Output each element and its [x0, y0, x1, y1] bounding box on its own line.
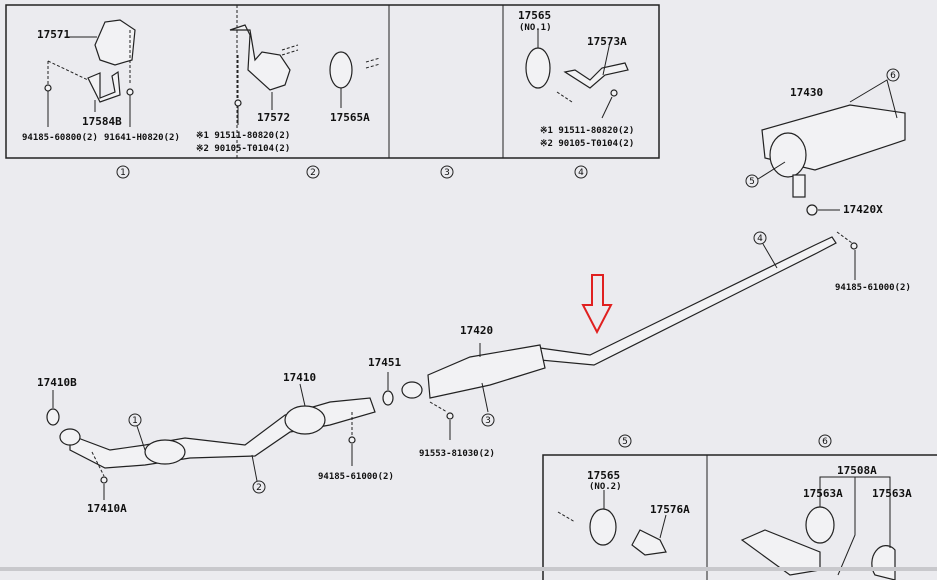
red-down-arrow-icon [581, 274, 613, 335]
bracket-17576a [631, 529, 667, 556]
hanger-17563a [805, 506, 835, 544]
gasket-17420x [806, 204, 818, 216]
tail-pipe [539, 236, 837, 366]
part-label: 17410A [87, 502, 127, 515]
part-label: 17576A [650, 503, 690, 516]
callout-6-main: 6 [890, 71, 896, 81]
callout-4-main: 4 [757, 234, 763, 244]
gasket-17410b [46, 408, 60, 426]
part-label: 17451 [368, 356, 401, 369]
part-label: 17563A [872, 487, 912, 500]
callout-2: 2 [310, 168, 316, 178]
front-pipe-17410 [69, 397, 376, 469]
bracket-17573a [563, 62, 629, 89]
callout-1: 1 [120, 168, 126, 178]
part-label: 94185-60800(2) [22, 133, 98, 143]
callout-3: 3 [444, 168, 450, 178]
part-label: 17410B [37, 376, 77, 389]
panel-callouts: 1 2 3 4 5 6 [116, 165, 832, 448]
part-label: 17572 [257, 111, 290, 124]
bottom-panels: 17565 (NO.2) 17576A 17508A 17563A 17563A [542, 454, 937, 580]
gasket-17451 [382, 390, 394, 406]
hanger-17565a [329, 51, 353, 89]
callout-4: 4 [578, 168, 584, 178]
part-label: 94185-61000(2) [835, 283, 911, 293]
part-label: 17563A [803, 487, 843, 500]
bracket-17571 [94, 19, 136, 66]
part-label: 91553-81030(2) [419, 449, 495, 459]
muffler-end [769, 132, 807, 178]
callout-6: 6 [822, 437, 828, 447]
part-label: ※1 91511-80820(2) [196, 131, 290, 141]
part-label: 17420X [843, 203, 883, 216]
part-label: ※1 91511-80820(2) [540, 126, 634, 136]
part-label: 94185-61000(2) [318, 472, 394, 482]
callout-5: 5 [622, 437, 628, 447]
part-label: 17584B [82, 115, 122, 128]
bracket-17572 [229, 24, 291, 91]
callout-3-main: 3 [485, 416, 491, 426]
callout-5-main: 5 [749, 177, 755, 187]
part-label: 91641-H0820(2) [104, 133, 180, 143]
horizontal-scrollbar[interactable] [0, 567, 937, 571]
clamp-17584b [87, 70, 121, 103]
center-pipe-17420 [427, 344, 546, 399]
part-label: 17571 [37, 28, 70, 41]
part-label: 17565 [518, 9, 551, 22]
part-label: 17565 [587, 469, 620, 482]
part-label: 17573A [587, 35, 627, 48]
part-label: 17508A [837, 464, 877, 477]
part-label: (NO.1) [519, 23, 552, 33]
part-label: ※2 90105-T0104(2) [196, 144, 290, 154]
part-label: 17410 [283, 371, 316, 384]
part-label: ※2 90105-T0104(2) [540, 139, 634, 149]
hanger-17565-no1 [525, 47, 551, 89]
part-label: 17430 [790, 86, 823, 99]
callout-1-main: 1 [132, 416, 138, 426]
panel-4: 17565 (NO.1) 17573A ※1 91511-80820(2) ※2… [518, 9, 634, 149]
panel-3: 17565A [329, 51, 381, 124]
part-label: 17565A [330, 111, 370, 124]
panel-1: 17571 17584B 94185-60800(2) 91641-H0820(… [22, 19, 180, 143]
panel-2: 17572 ※1 91511-80820(2) ※2 90105-T0104(2… [196, 24, 299, 154]
part-label: 17420 [460, 324, 493, 337]
callout-2-main: 2 [256, 483, 262, 493]
exhaust-assembly: 6 5 4 17430 17420X 94185-61000(2) 3 1742… [37, 68, 911, 515]
hanger-17565-no2 [589, 508, 617, 546]
part-label: (NO.2) [589, 482, 622, 492]
